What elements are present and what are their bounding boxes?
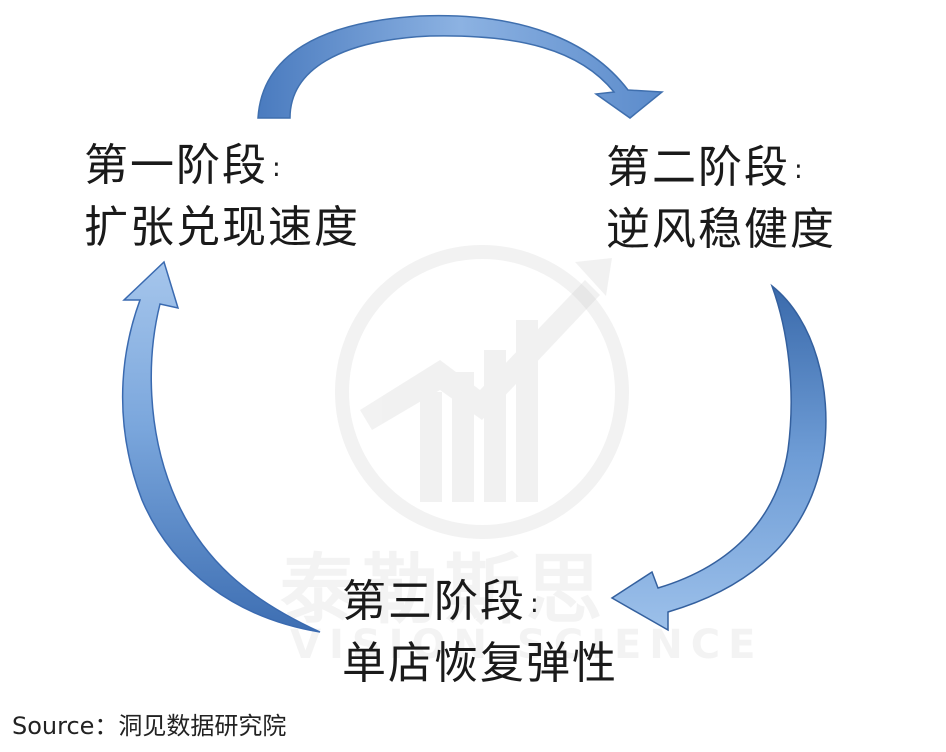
stage-1-label: 第一阶段: 扩张兑现速度 <box>84 136 360 258</box>
stage-1-description: 扩张兑现速度 <box>84 202 360 253</box>
arrow-stage2-to-stage3 <box>610 283 827 632</box>
stage-2-label: 第二阶段: 逆风稳健度 <box>606 138 836 260</box>
stage-2-title: 第二阶段 <box>606 142 790 193</box>
watermark-text-en: VISION SCIENCE <box>290 622 764 668</box>
watermark-text-cn: 泰勒斯思 <box>280 545 608 634</box>
source-note: Source：洞见数据研究院 <box>12 712 287 740</box>
stage-2-colon: : <box>794 155 805 185</box>
arrow-stage3-to-stage1 <box>121 260 321 633</box>
stage-3-description: 单店恢复弹性 <box>342 638 618 689</box>
stage-2-description: 逆风稳健度 <box>606 204 836 255</box>
arrow-stage1-to-stage2 <box>257 14 664 119</box>
stage-1-colon: : <box>272 153 283 183</box>
stage-3-label: 第三阶段: 单店恢复弹性 <box>342 572 618 694</box>
stage-3-title: 第三阶段 <box>342 576 526 627</box>
stage-1-title: 第一阶段 <box>84 140 268 191</box>
stage-3-colon: : <box>530 589 541 619</box>
